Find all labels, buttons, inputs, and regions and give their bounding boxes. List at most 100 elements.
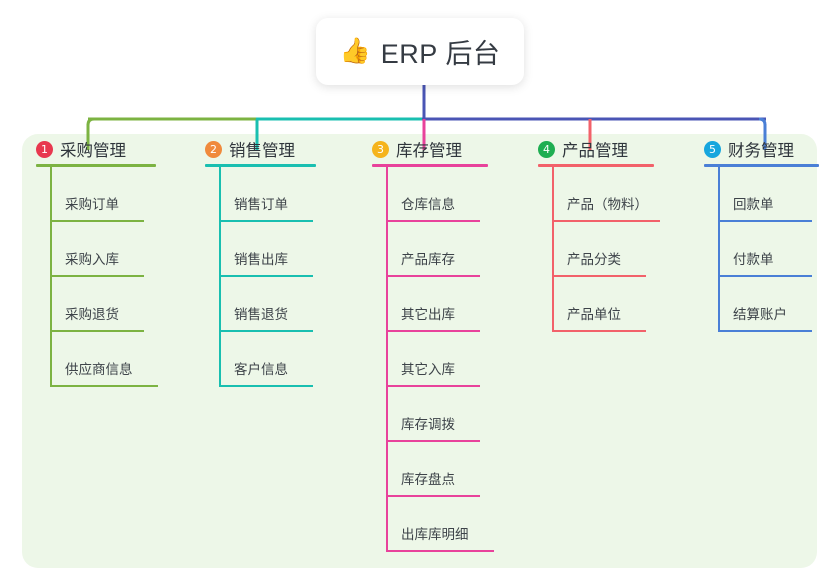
- leaf-item-rule: [50, 275, 144, 277]
- leaf-item-rule: [718, 220, 812, 222]
- leaf-item[interactable]: 产品单位: [552, 277, 688, 332]
- branch-header-3[interactable]: 3 库存管理: [358, 134, 522, 164]
- leaf-item-label: 其它入库: [401, 362, 455, 377]
- leaf-item[interactable]: 库存调拨: [386, 387, 522, 442]
- leaf-item-rule: [386, 550, 494, 552]
- leaf-item[interactable]: 其它出库: [386, 277, 522, 332]
- branch-number-badge: 2: [205, 140, 222, 158]
- branch-title: 采购管理: [60, 142, 126, 160]
- branch-header-1[interactable]: 1 采购管理: [22, 134, 186, 164]
- leaf-item-label: 采购入库: [65, 252, 119, 267]
- leaf-item-rule: [718, 275, 812, 277]
- leaf-item[interactable]: 产品库存: [386, 222, 522, 277]
- leaf-item-rule: [552, 330, 646, 332]
- leaf-item-rule: [386, 220, 480, 222]
- branch-title: 库存管理: [396, 142, 462, 160]
- leaf-item[interactable]: 采购退货: [50, 277, 186, 332]
- branch-title: 财务管理: [728, 142, 794, 160]
- branch-header-5[interactable]: 5 财务管理: [690, 134, 839, 164]
- branch-item-list: 销售订单销售出库销售退货客户信息: [219, 167, 355, 387]
- branch-item-list: 采购订单采购入库采购退货供应商信息: [50, 167, 186, 387]
- leaf-item-label: 产品分类: [567, 252, 621, 267]
- leaf-item-rule: [552, 220, 660, 222]
- branch-title: 产品管理: [562, 142, 628, 160]
- leaf-item[interactable]: 供应商信息: [50, 332, 186, 387]
- branch-title: 销售管理: [229, 142, 295, 160]
- leaf-item-label: 产品（物料）: [567, 197, 648, 212]
- leaf-item-rule: [219, 330, 313, 332]
- thumbs-up-icon: 👍: [339, 37, 371, 65]
- leaf-item-rule: [219, 275, 313, 277]
- leaf-item[interactable]: 客户信息: [219, 332, 355, 387]
- leaf-item-rule: [50, 330, 144, 332]
- branch-spine: [219, 167, 221, 387]
- leaf-item-label: 仓库信息: [401, 197, 455, 212]
- root-title: ERP 后台: [380, 39, 501, 69]
- branch-number-badge: 3: [372, 140, 389, 158]
- leaf-item-rule: [386, 495, 480, 497]
- leaf-item[interactable]: 产品（物料）: [552, 167, 688, 222]
- leaf-item[interactable]: 结算账户: [718, 277, 839, 332]
- leaf-item-rule: [386, 330, 480, 332]
- leaf-item-rule: [50, 220, 144, 222]
- leaf-item-rule: [552, 275, 646, 277]
- leaf-item[interactable]: 采购入库: [50, 222, 186, 277]
- leaf-item-label: 付款单: [733, 252, 774, 267]
- branch-number-badge: 5: [704, 140, 721, 158]
- leaf-item-label: 客户信息: [234, 362, 288, 377]
- branch-header-2[interactable]: 2 销售管理: [191, 134, 355, 164]
- leaf-item-rule: [718, 330, 812, 332]
- branch-spine: [718, 167, 720, 332]
- leaf-item-label: 其它出库: [401, 307, 455, 322]
- leaf-item[interactable]: 库存盘点: [386, 442, 522, 497]
- leaf-item-rule: [386, 385, 480, 387]
- branch-item-list: 产品（物料） 产品分类产品单位: [552, 167, 688, 332]
- root-node-card[interactable]: 👍 ERP 后台: [316, 18, 524, 85]
- branch-column-1: 1 采购管理采购订单采购入库采购退货供应商信息: [22, 134, 186, 387]
- branch-column-4: 4 产品管理产品（物料） 产品分类产品单位: [524, 134, 688, 332]
- branch-number-badge: 1: [36, 140, 53, 158]
- branch-header-rule: [205, 164, 316, 167]
- branch-number-badge: 4: [538, 140, 555, 158]
- branch-header-rule: [538, 164, 654, 167]
- leaf-item-rule: [386, 275, 480, 277]
- leaf-item[interactable]: 其它入库: [386, 332, 522, 387]
- connector-corner: [86, 117, 95, 126]
- leaf-item-label: 产品库存: [401, 252, 455, 267]
- leaf-item-rule: [219, 220, 313, 222]
- leaf-item-label: 库存盘点: [401, 472, 455, 487]
- branch-column-3: 3 库存管理仓库信息产品库存其它出库其它入库库存调拨库存盘点出库库明细: [358, 134, 522, 552]
- leaf-item[interactable]: 出库库明细: [386, 497, 522, 552]
- branch-column-2: 2 销售管理销售订单销售出库销售退货客户信息: [191, 134, 355, 387]
- leaf-item[interactable]: 产品分类: [552, 222, 688, 277]
- leaf-item-label: 产品单位: [567, 307, 621, 322]
- leaf-item-label: 销售退货: [234, 307, 288, 322]
- branch-header-rule: [36, 164, 156, 167]
- branch-spine: [386, 167, 388, 552]
- branch-header-4[interactable]: 4 产品管理: [524, 134, 688, 164]
- leaf-item-label: 销售订单: [234, 197, 288, 212]
- leaf-item[interactable]: 付款单: [718, 222, 839, 277]
- leaf-item-label: 回款单: [733, 197, 774, 212]
- branch-header-rule: [704, 164, 819, 167]
- leaf-item-rule: [219, 385, 313, 387]
- leaf-item[interactable]: 回款单: [718, 167, 839, 222]
- leaf-item-label: 供应商信息: [65, 362, 133, 377]
- branch-item-list: 回款单付款单结算账户: [718, 167, 839, 332]
- branch-columns: 1 采购管理采购订单采购入库采购退货供应商信息 2 销售管理销售订单销售出库销售退货客…: [0, 134, 839, 568]
- leaf-item[interactable]: 销售退货: [219, 277, 355, 332]
- leaf-item-label: 采购订单: [65, 197, 119, 212]
- leaf-item[interactable]: 采购订单: [50, 167, 186, 222]
- leaf-item-rule: [50, 385, 158, 387]
- leaf-item[interactable]: 仓库信息: [386, 167, 522, 222]
- leaf-item[interactable]: 销售订单: [219, 167, 355, 222]
- branch-header-rule: [372, 164, 488, 167]
- leaf-item[interactable]: 销售出库: [219, 222, 355, 277]
- connector-corner: [758, 117, 767, 126]
- leaf-item-label: 销售出库: [234, 252, 288, 267]
- leaf-item-label: 出库库明细: [401, 527, 469, 542]
- branch-item-list: 仓库信息产品库存其它出库其它入库库存调拨库存盘点出库库明细: [386, 167, 522, 552]
- leaf-item-label: 结算账户: [733, 307, 787, 322]
- leaf-item-label: 库存调拨: [401, 417, 455, 432]
- leaf-item-label: 采购退货: [65, 307, 119, 322]
